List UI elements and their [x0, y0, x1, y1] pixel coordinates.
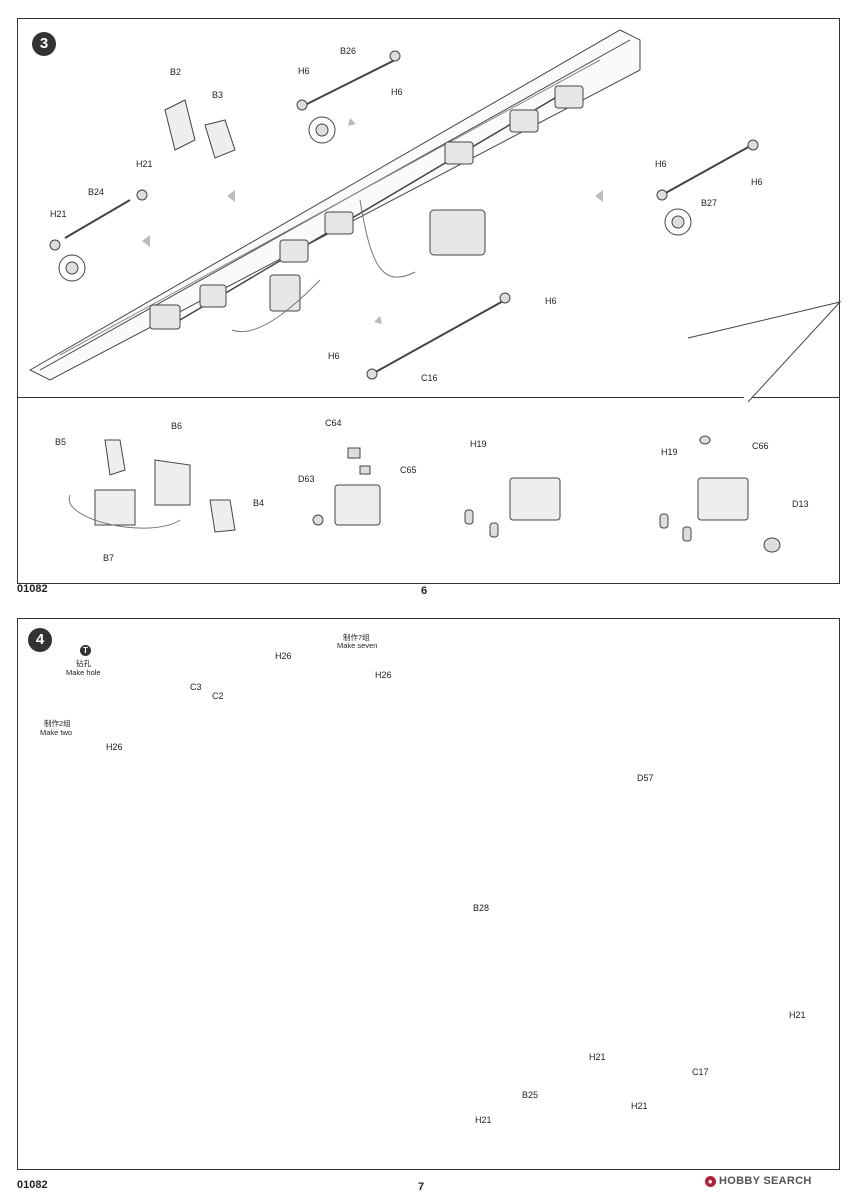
page-number: 6 [421, 585, 428, 597]
make-two-cn: 制作2组 [44, 719, 71, 728]
drill-hole-icon: T [80, 645, 91, 656]
part-label-h6: H6 [391, 87, 403, 97]
drill-note-cn: 钻孔 [76, 659, 91, 668]
part-label-h21: H21 [50, 209, 67, 219]
gear-assembly [509, 109, 539, 133]
part-label-b5: B5 [55, 437, 67, 447]
product-code: 01082 [17, 583, 48, 595]
gear-assembly [324, 211, 354, 235]
part-label-h21: H21 [136, 159, 153, 169]
part-label-h21: H21 [589, 1052, 606, 1062]
product-code: 01082 [17, 1179, 48, 1191]
part-label-c17: C17 [692, 1067, 709, 1077]
part-label-h6: H6 [655, 159, 667, 169]
drill-note-en: Make hole [66, 668, 101, 677]
part-label-b28: B28 [473, 903, 490, 913]
part-label-h26: H26 [375, 670, 392, 680]
make-seven-en: Make seven [337, 641, 378, 650]
make-seven-cn: 制作7组 [343, 633, 370, 642]
part-label-h21: H21 [475, 1115, 492, 1125]
make-two-en: Make two [40, 728, 73, 737]
part-label-h6: H6 [298, 66, 310, 76]
part-label-h19: H19 [661, 447, 678, 457]
part-label-b27: B27 [701, 198, 718, 208]
part-label-h26: H26 [106, 742, 123, 752]
part-label-d13: D13 [792, 499, 809, 509]
brand-mark-icon: ● [705, 1175, 716, 1187]
part-label-b7: B7 [103, 553, 115, 563]
step-number-badge: 4 [28, 628, 52, 652]
part-label-b3: B3 [212, 90, 224, 100]
part-label-d57: D57 [637, 773, 654, 783]
part-label-b25: B25 [522, 1090, 539, 1100]
part-label-h26: H26 [275, 651, 292, 661]
part-label-h21: H21 [789, 1010, 806, 1020]
part-label-h19: H19 [470, 439, 487, 449]
part-label-d63: D63 [298, 474, 315, 484]
part-label-c64: C64 [325, 418, 342, 428]
part-label-c65: C65 [400, 465, 417, 475]
part-label-h21: H21 [631, 1101, 648, 1111]
part-label-h6: H6 [328, 351, 340, 361]
gear-assembly [279, 239, 309, 263]
step-number-badge: 3 [32, 32, 56, 56]
part-label-b2: B2 [170, 67, 182, 77]
part-label-c3: C3 [190, 682, 202, 692]
part-label-b26: B26 [340, 46, 357, 56]
part-label-h6: H6 [545, 296, 557, 306]
page-number: 7 [418, 1181, 425, 1193]
gear-assembly [149, 304, 181, 330]
watermark-text: HOBBY SEARCH [719, 1175, 812, 1187]
watermark-logo: ●HOBBY SEARCH [705, 1175, 812, 1187]
transfer-case [429, 209, 486, 256]
part-label-h6: H6 [751, 177, 763, 187]
gear-assembly [554, 85, 584, 109]
step-4-panel [17, 618, 840, 1170]
gear-assembly [199, 284, 227, 308]
part-label-b6: B6 [171, 421, 183, 431]
bracket-part [269, 274, 301, 312]
part-label-c2: C2 [212, 691, 224, 701]
part-label-c66: C66 [752, 441, 769, 451]
part-label-c16: C16 [421, 373, 438, 383]
gear-assembly [444, 141, 474, 165]
part-label-b4: B4 [253, 498, 265, 508]
part-label-b24: B24 [88, 187, 105, 197]
